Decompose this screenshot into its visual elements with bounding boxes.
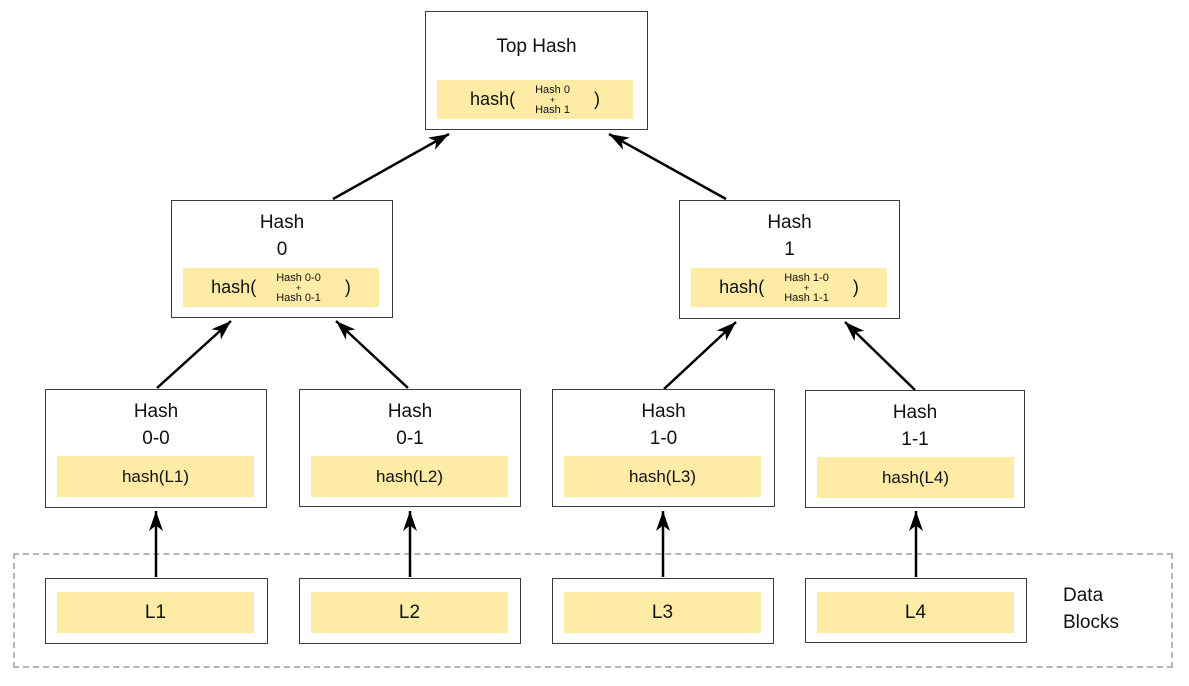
- formula-arg1: Hash 0-0: [276, 271, 321, 284]
- node-title-line1: Hash: [259, 212, 305, 233]
- hash-formula: hash( Hash 0 + Hash 1 ): [437, 80, 633, 119]
- node-hash-0: Hash 0 hash( Hash 0-0 + Hash 0-1 ): [171, 200, 393, 318]
- node-title: Hash 0: [172, 209, 392, 263]
- data-blocks-group-label: Data Blocks: [1063, 582, 1119, 636]
- hash-formula: hash( Hash 1-0 + Hash 1-1 ): [691, 268, 887, 307]
- hash-formula: hash( Hash 0-0 + Hash 0-1 ): [183, 268, 379, 307]
- formula-arg2: Hash 0-1: [276, 291, 321, 304]
- data-block-label: L1: [57, 592, 254, 633]
- formula-close: ): [593, 89, 600, 109]
- data-block-label: L2: [311, 592, 508, 633]
- arrow-hash11-to-hash1: [844, 321, 916, 391]
- group-label-line2: Blocks: [1063, 612, 1119, 633]
- node-hash-0-0: Hash 0-0 hash(L1): [45, 389, 267, 508]
- node-title: Top Hash: [496, 36, 577, 57]
- node-hash-1-0: Hash 1-0 hash(L3): [552, 389, 775, 507]
- node-title-line2: 1-0: [649, 428, 678, 449]
- formula-arg2: Hash 1: [535, 103, 570, 116]
- node-title: Hash 0-1: [300, 398, 520, 452]
- node-title-line1: Hash: [387, 401, 433, 422]
- node-hash-1: Hash 1 hash( Hash 1-0 + Hash 1-1 ): [679, 200, 900, 319]
- data-block-l4: L4: [805, 578, 1027, 643]
- data-block-l1: L1: [45, 578, 268, 644]
- node-title: Hash 1-0: [553, 398, 774, 452]
- hash-formula: hash(L3): [564, 456, 761, 497]
- node-hash-0-1: Hash 0-1 hash(L2): [299, 389, 521, 507]
- arrow-hash01-to-hash0: [335, 320, 409, 389]
- node-top-hash: Top Hash hash( Hash 0 + Hash 1 ): [425, 11, 648, 130]
- node-title-line2: 0: [276, 239, 288, 260]
- node-title-line1: Hash: [892, 402, 938, 423]
- node-title-line2: 1-1: [901, 429, 929, 450]
- formula-arg1: Hash 0: [535, 83, 570, 96]
- hash-formula: hash(L4): [817, 457, 1014, 498]
- plus-sign: +: [549, 94, 556, 105]
- arrow-hash1-to-top: [608, 132, 727, 201]
- arrow-hash10-to-hash1: [663, 321, 737, 390]
- plus-sign: +: [803, 282, 810, 293]
- node-title-line1: Hash: [767, 212, 812, 233]
- node-title: Hash 0-0: [46, 398, 266, 452]
- hash-formula: hash(L1): [57, 456, 254, 497]
- node-title: Hash 1: [680, 209, 899, 263]
- plus-sign: +: [295, 282, 302, 293]
- arrow-hash0-to-top: [332, 132, 450, 201]
- group-label-line1: Data: [1063, 585, 1104, 606]
- data-block-label: L4: [817, 592, 1014, 633]
- formula-arg1: Hash 1-0: [784, 271, 829, 284]
- formula-args: Hash 0-0 + Hash 0-1: [276, 272, 321, 304]
- formula-open: hash(: [470, 89, 516, 109]
- node-hash-1-1: Hash 1-1 hash(L4): [805, 390, 1025, 508]
- formula-open: hash(: [719, 277, 765, 297]
- formula-close: ): [344, 277, 351, 297]
- node-title-line2: 0-0: [142, 428, 170, 449]
- arrow-hash00-to-hash0: [156, 320, 232, 389]
- data-blocks-group-outline: [13, 553, 1173, 668]
- formula-args: Hash 1-0 + Hash 1-1: [784, 272, 829, 304]
- node-title-line2: 0-1: [396, 428, 424, 449]
- data-block-label: L3: [564, 592, 761, 633]
- formula-args: Hash 0 + Hash 1: [535, 84, 570, 116]
- formula-open: hash(: [211, 277, 257, 297]
- data-block-l3: L3: [552, 578, 774, 644]
- node-title-line2: 1: [784, 239, 795, 260]
- node-title-line1: Hash: [641, 401, 686, 422]
- node-title-line1: Hash: [133, 401, 179, 422]
- hash-formula: hash(L2): [311, 456, 508, 497]
- formula-close: ): [852, 277, 859, 297]
- node-title: Hash 1-1: [806, 399, 1024, 453]
- formula-arg2: Hash 1-1: [784, 291, 829, 304]
- data-block-l2: L2: [299, 578, 521, 644]
